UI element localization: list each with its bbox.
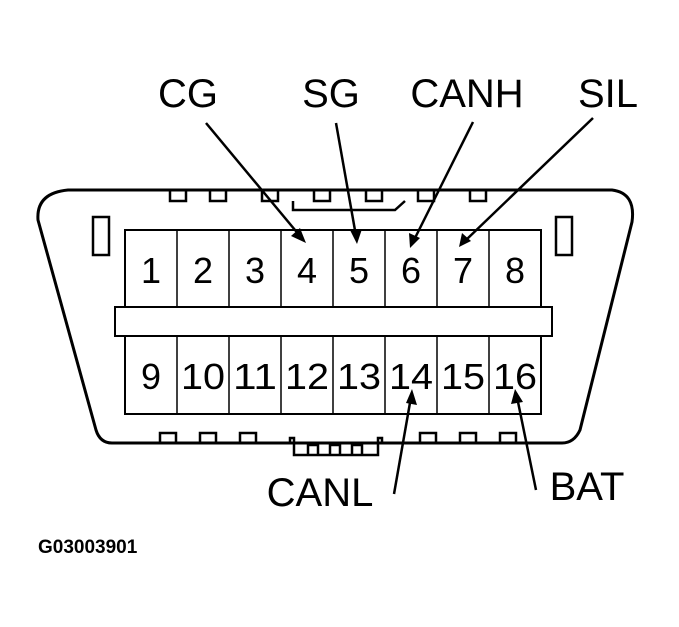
leader-canh <box>412 121 475 241</box>
leader-lines <box>205 117 594 495</box>
leader-sil <box>465 117 594 241</box>
leader-canl <box>392 396 413 495</box>
pin-8: 8 <box>505 250 525 291</box>
pin-15: 15 <box>441 356 485 397</box>
arrow-sil <box>459 233 471 247</box>
top-pin-numbers: 1 2 3 4 5 6 7 8 <box>141 250 525 291</box>
arrow-canl <box>406 389 417 405</box>
label-sg: SG <box>302 72 360 116</box>
pin-3: 3 <box>245 250 265 291</box>
bottom-pin-dividers <box>176 336 490 414</box>
pin-14: 14 <box>389 356 433 397</box>
pin-9: 9 <box>141 356 161 397</box>
label-bat: BAT <box>550 465 625 509</box>
label-canh: CANH <box>410 72 523 116</box>
label-canl: CANL <box>267 471 374 515</box>
pin-6: 6 <box>401 250 421 291</box>
pin-12: 12 <box>285 356 329 397</box>
leader-sg <box>334 122 358 237</box>
pin-1: 1 <box>141 250 161 291</box>
leader-arrowheads <box>291 228 523 405</box>
pin-7: 7 <box>453 250 473 291</box>
bottom-pin-numbers: 9 10 11 12 13 14 15 16 <box>141 356 537 397</box>
center-bar <box>114 306 553 337</box>
arrow-sg <box>350 229 362 244</box>
arrow-canh <box>409 233 420 248</box>
pin-11: 11 <box>233 356 277 397</box>
pin-2: 2 <box>193 250 213 291</box>
connector-key-top <box>291 200 406 212</box>
left-latch-slot <box>91 215 111 257</box>
right-latch-slot <box>554 215 574 257</box>
pin-4: 4 <box>297 250 317 291</box>
pin-5: 5 <box>349 250 369 291</box>
connector-key-bottom <box>288 436 384 457</box>
pin-10: 10 <box>181 356 225 397</box>
arrow-cg <box>291 228 306 243</box>
leader-bat <box>515 396 538 491</box>
top-pin-dividers <box>176 230 490 307</box>
leader-cg <box>205 122 301 237</box>
figure-id: G03003901 <box>38 537 138 558</box>
connector-outline <box>36 188 635 445</box>
label-sil: SIL <box>578 72 638 116</box>
arrow-bat <box>511 389 523 404</box>
label-cg: CG <box>158 72 218 116</box>
pin-13: 13 <box>337 356 381 397</box>
bottom-edge-teeth <box>158 431 518 443</box>
